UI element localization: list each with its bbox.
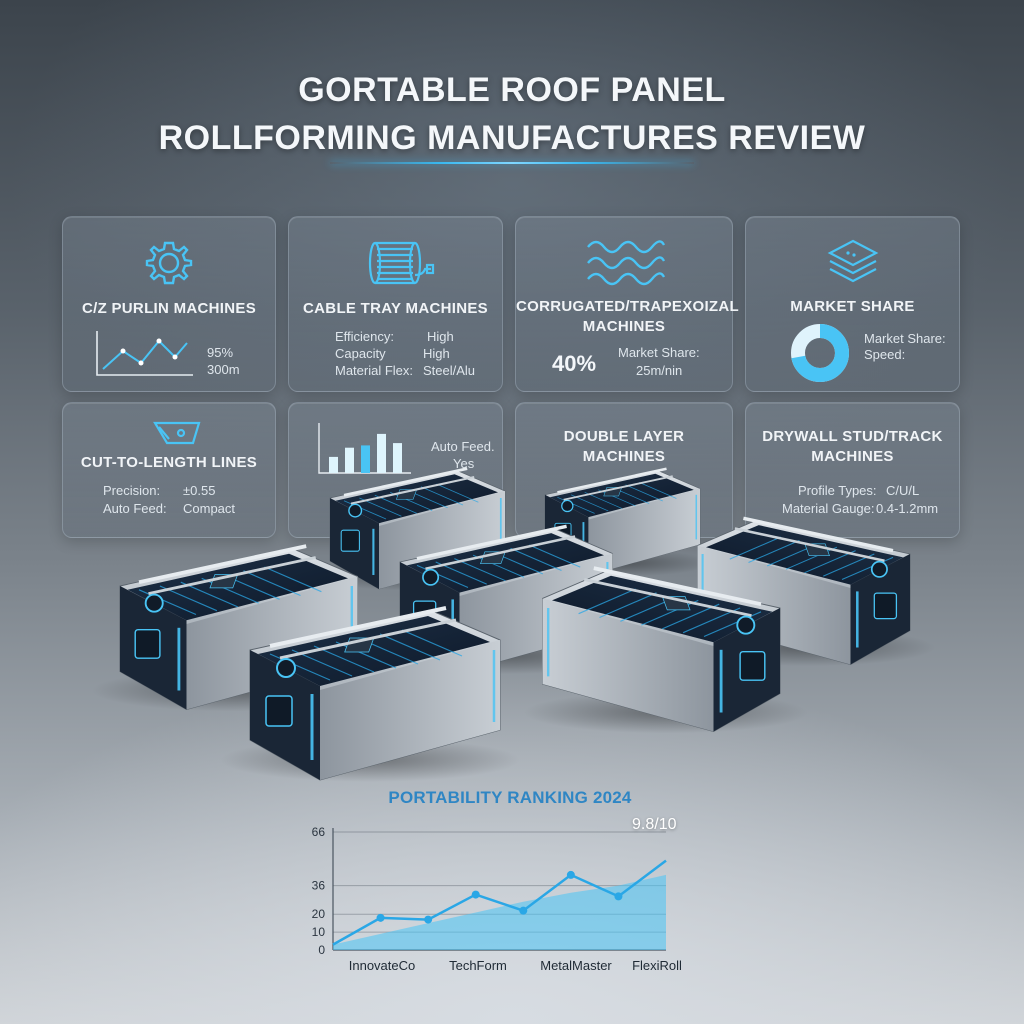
y-tick-label: 20 bbox=[312, 907, 326, 921]
gear-icon bbox=[145, 241, 193, 285]
mini-bar bbox=[377, 433, 386, 473]
series-line bbox=[332, 859, 667, 946]
card-title: CABLE TRAY MACHINES bbox=[303, 300, 488, 317]
trend-line-icon bbox=[96, 331, 193, 376]
spec-value: 25m/nin bbox=[636, 363, 683, 378]
y-tick-label: 66 bbox=[312, 825, 326, 839]
stat-value: 95% bbox=[207, 345, 234, 360]
spec-label: Material Flex: bbox=[335, 363, 414, 378]
y-tick-label: 36 bbox=[312, 879, 326, 893]
blade-icon bbox=[153, 421, 201, 445]
market-share-donut bbox=[791, 324, 849, 382]
card-title: CORRUGATED/TRAPEXOIZAL bbox=[516, 298, 739, 315]
card-title: DOUBLE LAYER bbox=[563, 428, 685, 445]
spec-label: Auto Feed. bbox=[431, 439, 495, 454]
card-title: MACHINES bbox=[811, 448, 894, 465]
spec-value: ±0.55 bbox=[183, 483, 216, 498]
card-cable-tray-machines[interactable]: CABLE TRAY MACHINES Efficiency: High Cap… bbox=[288, 216, 503, 392]
spec-value: High bbox=[423, 346, 450, 361]
spec-value: Compact bbox=[183, 501, 236, 516]
donut-slice bbox=[791, 324, 849, 382]
y-tick-label: 0 bbox=[318, 943, 325, 957]
x-tick-label: MetalMaster bbox=[540, 958, 612, 973]
x-tick-label: InnovateCo bbox=[349, 958, 416, 973]
card-purlin-machines[interactable]: C/Z PURLIN MACHINES 95% 300m bbox=[62, 216, 276, 392]
spec-label: Profile Types: bbox=[798, 483, 877, 498]
mini-bar bbox=[393, 443, 402, 473]
title-line-1: GORTABLE ROOF PANEL bbox=[298, 71, 726, 109]
data-point bbox=[471, 890, 480, 899]
card-title: MACHINES bbox=[582, 318, 666, 335]
spec-label: Market Share: bbox=[618, 345, 700, 360]
card-drywall-stud-machines[interactable]: DRYWALL STUD/TRACK MACHINES Profile Type… bbox=[745, 402, 960, 538]
spec-label: Efficiency: bbox=[335, 329, 395, 344]
spec-label: Material Gauge: bbox=[782, 501, 875, 516]
title-underline bbox=[330, 162, 694, 164]
spec-label: Precision: bbox=[103, 483, 161, 498]
spec-value: 0.4-1.2mm bbox=[876, 501, 939, 516]
card-cut-to-length-lines[interactable]: CUT-TO-LENGTH LINES Precision: ±0.55 Aut… bbox=[62, 402, 276, 538]
card-title: MACHINES bbox=[582, 448, 666, 465]
layers-icon bbox=[827, 239, 879, 283]
card-title: CUT-TO-LENGTH LINES bbox=[80, 454, 258, 471]
data-point bbox=[519, 906, 528, 915]
x-tick-label: TechForm bbox=[449, 958, 507, 973]
spec-value: C/U/L bbox=[886, 483, 920, 498]
data-point bbox=[376, 913, 385, 922]
spec-value: High bbox=[427, 329, 454, 344]
card-title: C/Z PURLIN MACHINES bbox=[81, 300, 257, 317]
title-line-2: ROLLFORMING MANUFACTURES REVIEW bbox=[158, 119, 866, 157]
card-title: DRYWALL STUD/TRACK bbox=[762, 428, 943, 445]
x-tick-label: FlexiRoll bbox=[632, 958, 682, 973]
card-corrugated-machines[interactable]: CORRUGATED/TRAPEXOIZAL MACHINES 40% Mark… bbox=[515, 216, 739, 392]
area-fill bbox=[333, 874, 666, 950]
chart-title: PORTABILITY RANKING 2024 bbox=[388, 788, 632, 807]
cable-spool-icon bbox=[368, 241, 435, 285]
stat-value: 300m bbox=[207, 362, 240, 377]
spec-label: Auto Feed: bbox=[103, 501, 167, 516]
card-market-share[interactable]: MARKET SHARE Market Share: Speed: bbox=[745, 216, 960, 392]
spec-label: Speed: bbox=[864, 347, 906, 362]
spec-label: Market Share: bbox=[864, 331, 946, 346]
wave-icon bbox=[587, 240, 666, 286]
y-tick-label: 10 bbox=[312, 925, 326, 939]
chart-annotation: 9.8/10 bbox=[632, 816, 677, 833]
spec-value: Steel/Alu bbox=[423, 363, 476, 378]
spec-label: Capacity bbox=[335, 346, 386, 361]
data-point bbox=[566, 870, 575, 879]
market-share-percent: 40% bbox=[552, 351, 597, 376]
mini-bar bbox=[345, 447, 354, 473]
mini-bar bbox=[329, 456, 338, 473]
page-title: GORTABLE ROOF PANEL ROLLFORMING MANUFACT… bbox=[0, 66, 1024, 162]
data-point bbox=[614, 892, 623, 901]
mini-bar bbox=[361, 445, 370, 473]
data-point bbox=[424, 915, 433, 924]
card-title: MARKET SHARE bbox=[790, 298, 915, 315]
